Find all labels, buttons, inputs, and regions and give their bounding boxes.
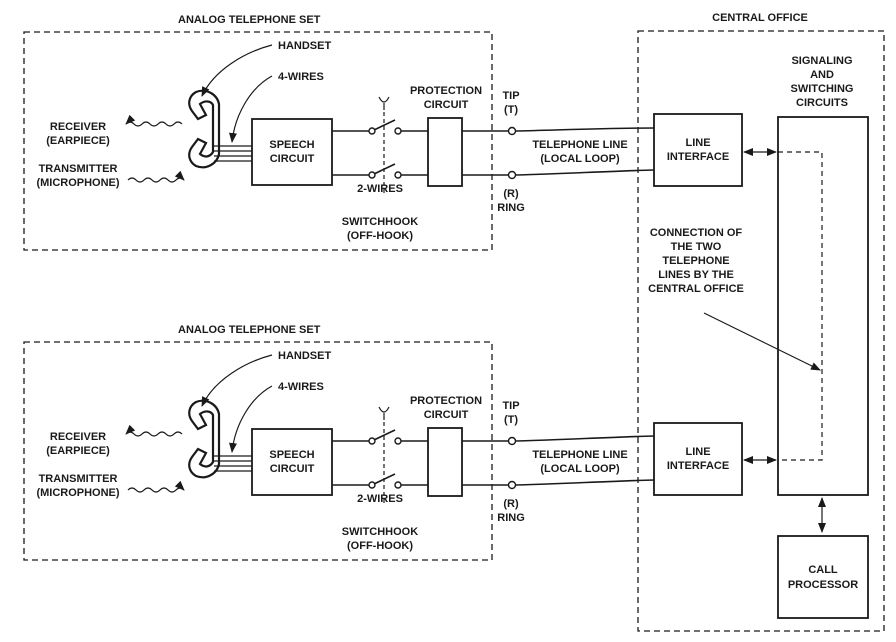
telephone-line-label: TELEPHONE LINE <box>532 449 627 461</box>
line-interface-label: INTERFACE <box>667 460 729 472</box>
signaling-label: CIRCUITS <box>796 97 848 109</box>
two-wires-label: 2-WIRES <box>357 183 403 195</box>
telephone-line-label: TELEPHONE LINE <box>532 139 627 151</box>
central-office-title: CENTRAL OFFICE <box>712 12 808 24</box>
transmitter-label: TRANSMITTER <box>39 473 118 485</box>
transmitter-sublabel: (MICROPHONE) <box>36 177 119 189</box>
signaling-switching-box <box>777 116 869 496</box>
four-wires-label: 4-WIRES <box>278 381 324 393</box>
central-office: CENTRAL OFFICE SIGNALING AND SWITCHING C… <box>637 12 885 632</box>
ring-label: (R) <box>503 498 519 510</box>
signaling-label: AND <box>810 69 834 81</box>
ring-wire <box>515 169 655 176</box>
signaling-label: SWITCHING <box>791 83 854 95</box>
signaling-label: SIGNALING <box>791 55 852 67</box>
internal-connection-path <box>778 151 823 461</box>
speech-circuit-label: SPEECH <box>269 449 314 461</box>
connection-note: THE TWO <box>671 241 722 253</box>
switchhook-sublabel: (OFF-HOOK) <box>347 230 413 242</box>
telephone-set-title: ANALOG TELEPHONE SET <box>178 14 321 26</box>
protection-circuit-label: PROTECTION <box>410 395 482 407</box>
switchhook-sublabel: (OFF-HOOK) <box>347 540 413 552</box>
call-processor-label: PROCESSOR <box>788 579 858 591</box>
receiver-sublabel: (EARPIECE) <box>46 135 110 147</box>
receiver-label: RECEIVER <box>50 431 106 443</box>
speech-circuit-label: SPEECH <box>269 139 314 151</box>
tip-label: TIP <box>502 400 519 412</box>
tip-wire <box>515 435 655 442</box>
protection-circuit-sublabel: CIRCUIT <box>424 409 469 421</box>
protection-circuit-sublabel: CIRCUIT <box>424 99 469 111</box>
tip-label: TIP <box>502 90 519 102</box>
ring-label: (R) <box>503 188 519 200</box>
line-interface-label: INTERFACE <box>667 151 729 163</box>
switchhook-label: SWITCHHOOK <box>342 526 418 538</box>
ring-sublabel: RING <box>497 512 525 524</box>
call-processor-box <box>777 535 869 619</box>
tip-sublabel: (T) <box>504 414 518 426</box>
telephone-set-bottom: ANALOG TELEPHONE SET HANDSET 4-WIRES REC… <box>24 324 655 560</box>
telephone-line-sublabel: (LOCAL LOOP) <box>540 463 620 475</box>
receiver-label: RECEIVER <box>50 121 106 133</box>
tip-wire <box>515 127 655 132</box>
connection-note: CENTRAL OFFICE <box>648 283 744 295</box>
protection-circuit-label: PROTECTION <box>410 85 482 97</box>
switchhook-label: SWITCHHOOK <box>342 216 418 228</box>
line-interface-label: LINE <box>685 137 710 149</box>
telephone-set-title: ANALOG TELEPHONE SET <box>178 324 321 336</box>
speech-circuit-sublabel: CIRCUIT <box>270 153 315 165</box>
two-wires-label: 2-WIRES <box>357 493 403 505</box>
handset-label: HANDSET <box>278 40 331 52</box>
receiver-sublabel: (EARPIECE) <box>46 445 110 457</box>
transmitter-sublabel: (MICROPHONE) <box>36 487 119 499</box>
connection-note: TELEPHONE <box>662 255 729 267</box>
ring-wire <box>515 479 655 486</box>
transmitter-label: TRANSMITTER <box>39 163 118 175</box>
line-interface-box-bottom <box>653 422 743 496</box>
telephone-line-sublabel: (LOCAL LOOP) <box>540 153 620 165</box>
tip-sublabel: (T) <box>504 104 518 116</box>
four-wires-label: 4-WIRES <box>278 71 324 83</box>
speech-circuit-sublabel: CIRCUIT <box>270 463 315 475</box>
connection-note: CONNECTION OF <box>650 227 743 239</box>
line-interface-box-top <box>653 113 743 187</box>
handset-label: HANDSET <box>278 350 331 362</box>
telephone-set-top: ANALOG TELEPHONE SET HANDSET 4-WIRES REC… <box>24 14 655 250</box>
line-interface-label: LINE <box>685 446 710 458</box>
connection-note-arrow <box>703 312 821 371</box>
call-processor-label: CALL <box>808 564 838 576</box>
connection-note: LINES BY THE <box>658 269 734 281</box>
ring-sublabel: RING <box>497 202 525 214</box>
central-office-boundary <box>637 30 885 632</box>
